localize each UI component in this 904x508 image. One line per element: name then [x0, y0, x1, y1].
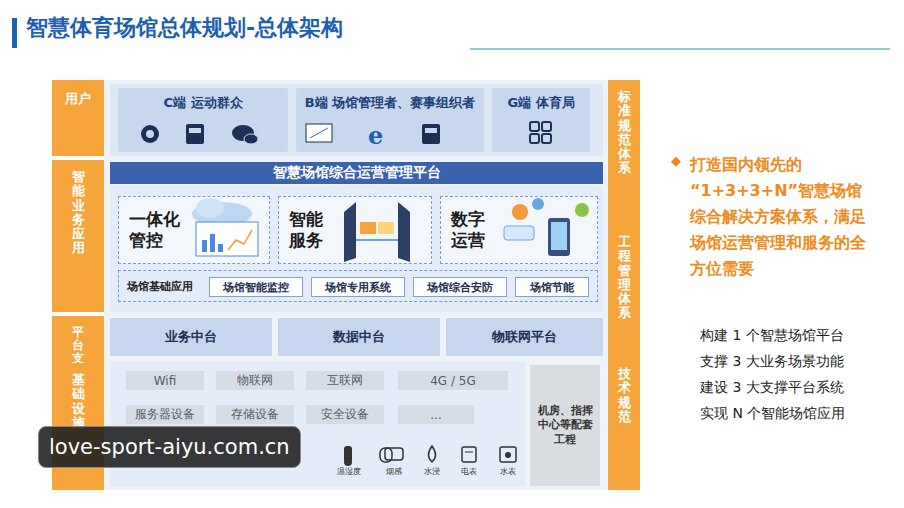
platform-box: 物联网平台	[446, 318, 603, 356]
node-text: 智能服务	[289, 209, 326, 252]
node-text: C端 运动群众	[163, 94, 242, 112]
layer-label: 用户	[52, 80, 104, 156]
node-text: 场馆智能监控	[223, 280, 289, 295]
node-text: 用户	[65, 90, 91, 108]
node-text: 存储设备	[231, 406, 279, 423]
list-item: 建设 3 大支撑平台系统	[700, 379, 880, 397]
platform-box: 业务中台	[110, 318, 272, 356]
svg-text:e: e	[368, 121, 383, 150]
node-text: 技术规范	[618, 367, 631, 424]
list-item: 实现 N 个智能场馆应用	[700, 405, 880, 423]
node-text: 互联网	[327, 372, 363, 389]
function-box: 数字运营	[440, 196, 598, 264]
room-box: 机房、指挥中心等配套工程	[530, 365, 600, 486]
icon-label: 水表	[493, 466, 523, 477]
device-box: 存储设备	[216, 405, 294, 424]
node-text: 智慧场馆综合运营管理平台	[273, 164, 441, 182]
node-text: 4G / 5G	[430, 374, 476, 388]
network-box: 4G / 5G	[398, 371, 508, 390]
bullet: ◆	[671, 153, 689, 168]
user-box: G端 体育局	[492, 88, 590, 152]
device-box: 服务器设备	[126, 405, 204, 424]
app-row: 场馆基础应用 场馆智能监控 场馆专用系统 场馆综合安防 场馆节能	[118, 270, 598, 302]
node-text: 安全设备	[321, 406, 369, 423]
node-text: 场馆基础应用	[127, 279, 193, 294]
watermark: love-sport-aiyu.com.cn	[38, 426, 301, 468]
user-box: C端 运动群众	[118, 88, 288, 152]
platform-bar: 智慧场馆综合运营管理平台	[110, 162, 603, 184]
system-bar: 工程管理体系	[608, 225, 640, 357]
app-chip: 场馆智能监控	[209, 277, 303, 297]
network-box: 互联网	[306, 371, 384, 390]
node-text: 物联网	[237, 372, 273, 389]
node-text: 一体化管控	[129, 209, 183, 252]
user-box: B端 场馆管理者、赛事组织者	[296, 88, 484, 152]
node-text: 业务中台	[165, 328, 217, 346]
node-text: ...	[430, 408, 441, 422]
node-text: Wifi	[154, 374, 177, 388]
layer-label: 智能业务应用	[52, 160, 104, 312]
node-text: 物联网平台	[492, 328, 557, 346]
node-text: 工程管理体系	[618, 235, 631, 321]
node-text: 场馆综合安防	[427, 280, 493, 295]
app-chip: 场馆专用系统	[311, 277, 405, 297]
node-text: 数据中台	[333, 328, 385, 346]
icon-label: 电表	[454, 466, 484, 477]
device-box: 安全设备	[306, 405, 384, 424]
callout-text: 打造国内领先的“1+3+3+N”智慧场馆综合解决方案体系，满足场馆运营管理和服务…	[690, 152, 872, 282]
network-box: 物联网	[216, 371, 294, 390]
system-bar: 技术规范	[608, 357, 640, 490]
icon-label: 水浸	[417, 466, 447, 477]
node-text: 机房、指挥中心等配套工程	[534, 404, 596, 447]
title: 智慧体育场馆总体规划-总体架构	[26, 13, 343, 43]
node-text: 场馆专用系统	[325, 280, 391, 295]
function-box: 一体化管控	[118, 196, 270, 264]
platform-box: 数据中台	[278, 318, 440, 356]
list-item: 构建 1 个智慧场馆平台	[700, 327, 880, 345]
node-text: 服务器设备	[135, 406, 195, 423]
icon-label: 温湿度	[334, 466, 364, 477]
node-text: 智能业务应用	[72, 170, 85, 256]
node-text: B端 场馆管理者、赛事组织者	[305, 94, 475, 112]
node-text: G端 体育局	[507, 94, 574, 112]
device-box: ...	[398, 405, 474, 424]
node-text: 基础设施	[72, 373, 85, 430]
app-chip: 场馆综合安防	[413, 277, 507, 297]
node-text: 标准规范体系	[618, 90, 631, 176]
node-text: 数字运营	[451, 209, 488, 252]
function-box: 智能服务	[278, 196, 432, 264]
node-text: 场馆节能	[530, 280, 574, 295]
list-item: 支撑 3 大业务场景功能	[700, 353, 880, 371]
app-chip: 场馆节能	[515, 277, 589, 297]
network-box: Wifi	[126, 371, 204, 390]
system-bar: 标准规范体系	[608, 80, 640, 225]
icon-label: 烟感	[379, 466, 409, 477]
